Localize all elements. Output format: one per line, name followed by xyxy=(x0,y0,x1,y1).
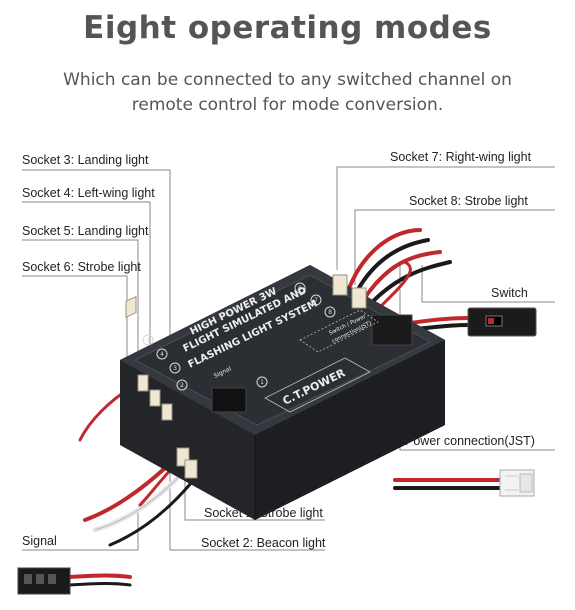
subtitle-line-1: Which can be connected to any switched c… xyxy=(63,70,512,90)
label-socket7: Socket 7: Right-wing light xyxy=(390,150,532,164)
leader-socket4 xyxy=(22,201,151,410)
leader-socket7 xyxy=(336,166,555,270)
label-socket3: Socket 3: Landing light xyxy=(22,153,149,167)
switch-component xyxy=(467,307,537,337)
socket-5-connector xyxy=(137,374,149,392)
signal-port xyxy=(211,387,247,413)
socket-8-connector xyxy=(351,287,367,309)
port-number-1: 1 xyxy=(260,379,264,386)
subtitle-line-2: remote control for mode conversion. xyxy=(131,95,444,115)
port-number-6: 6 xyxy=(298,285,302,292)
port-number-circles xyxy=(142,282,336,391)
label-power: Power connection(JST) xyxy=(405,434,535,448)
socket-6-connector xyxy=(125,295,137,318)
socket-4-connector xyxy=(149,389,161,407)
socket-3-connector xyxy=(161,403,173,421)
socket-7-connector xyxy=(332,274,348,296)
right-sockets xyxy=(332,274,367,309)
signal-connector xyxy=(17,567,71,595)
port-number-text: 1 2 3 4 5 6 7 8 xyxy=(146,285,332,389)
port-number-4: 4 xyxy=(160,351,164,358)
leader-socket8 xyxy=(354,209,555,285)
page-title: Eight operating modes xyxy=(83,10,492,46)
device xyxy=(120,265,445,520)
port-number-3: 3 xyxy=(173,365,177,372)
label-signal: Signal xyxy=(22,534,57,548)
leader-socket1 xyxy=(184,470,325,521)
label-switch: Switch xyxy=(491,286,528,300)
leader-socket3 xyxy=(22,169,171,400)
leader-switch xyxy=(421,265,555,303)
port-number-2: 2 xyxy=(180,382,184,389)
left-sockets xyxy=(125,295,198,479)
label-socket4: Socket 4: Left-wing light xyxy=(22,186,155,200)
subtitle: Which can be connected to any switched c… xyxy=(30,68,545,118)
label-socket1: Socket 1: Strobe light xyxy=(204,506,323,520)
device-right-face xyxy=(255,340,445,520)
label-socket8: Socket 8: Strobe light xyxy=(409,194,528,208)
label-socket2: Socket 2: Beacon light xyxy=(201,536,326,550)
leader-socket6 xyxy=(22,275,128,370)
leader-signal xyxy=(22,510,139,551)
port-number-8: 8 xyxy=(328,309,332,316)
label-socket6: Socket 6: Strobe light xyxy=(22,260,141,274)
label-socket5: Socket 5: Landing light xyxy=(22,224,149,238)
jst-connector xyxy=(499,469,535,497)
switch-power-port xyxy=(371,314,413,346)
socket-1-connector xyxy=(184,459,198,479)
port-number-7: 7 xyxy=(314,297,318,304)
leader-socket5 xyxy=(22,239,139,395)
leader-lines xyxy=(22,166,555,551)
port-number-5: 5 xyxy=(146,337,150,344)
